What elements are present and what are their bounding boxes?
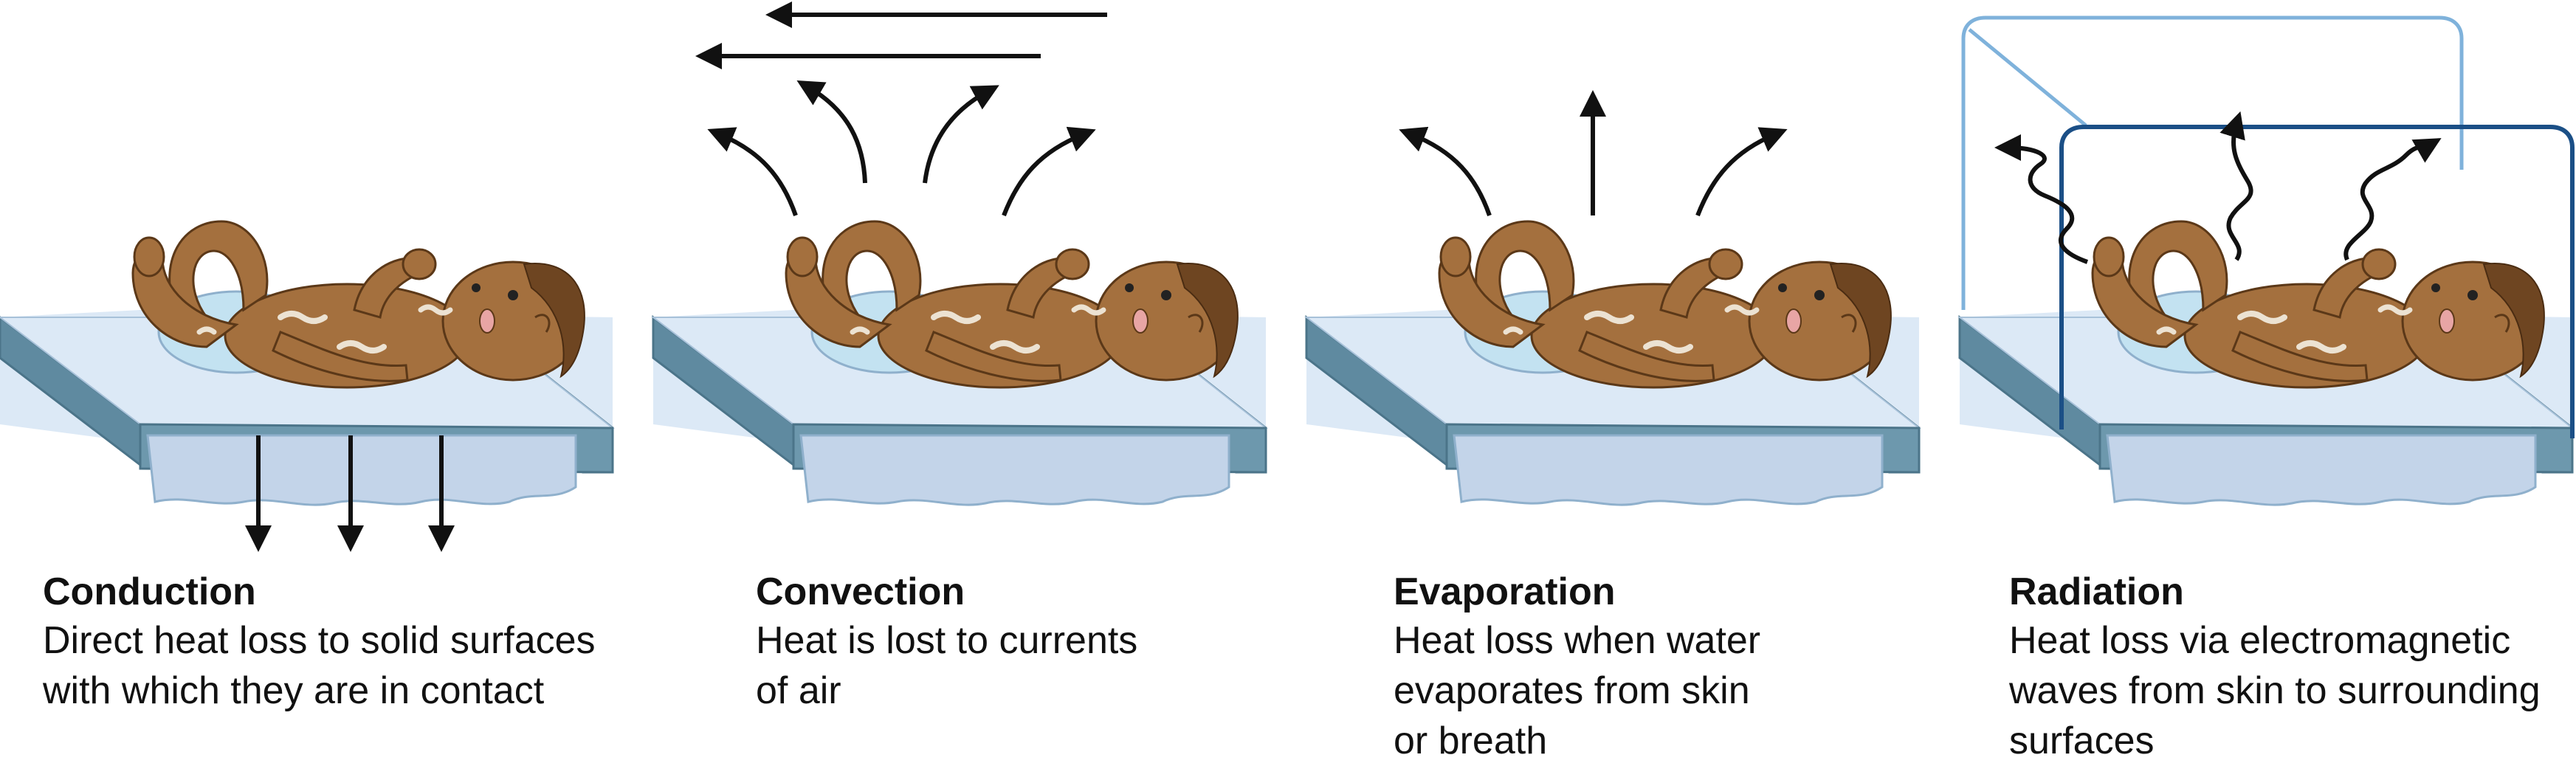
- heat-arrow-icon: [923, 85, 999, 184]
- caption-line: Heat loss when water: [1394, 619, 1761, 662]
- caption-line: surfaces: [2009, 720, 2155, 762]
- conduction-panel: [0, 221, 614, 552]
- newborn-baby-icon: [133, 221, 585, 387]
- heat-arrow-icon: [1695, 127, 1788, 217]
- caption-title: Evaporation: [1394, 570, 1616, 613]
- caption-line: Direct heat loss to solid surfaces: [43, 619, 596, 662]
- caption-line: Heat loss via electromagnetic: [2009, 619, 2511, 662]
- incubator-hood-icon: [2059, 125, 2575, 438]
- wavy-radiation-arrow-icon: [1994, 134, 2089, 264]
- caption-line: with which they are in contact: [43, 669, 545, 712]
- incubator-hood-icon: [1961, 15, 2464, 310]
- incubator-hood-edge: [1968, 28, 2087, 127]
- caption-convection: Convection Heat is lost to currents of a…: [756, 568, 1361, 716]
- heat-arrow-icon: [707, 127, 798, 216]
- heat-arrow-icon: [796, 80, 867, 184]
- caption-title: Convection: [756, 570, 965, 613]
- caption-line: waves from skin to surrounding: [2009, 669, 2541, 712]
- caption-evaporation: Evaporation Heat loss when water evapora…: [1394, 568, 1999, 766]
- evaporation-panel: [1305, 90, 1921, 506]
- caption-line: Heat is lost to currents: [756, 619, 1138, 662]
- heat-arrow-icon: [1002, 126, 1096, 217]
- caption-title: Conduction: [43, 570, 256, 613]
- wavy-radiation-arrow-icon: [2343, 138, 2442, 261]
- newborn-baby-icon: [786, 221, 1238, 387]
- radiation-panel: [1958, 15, 2575, 506]
- caption-conduction: Conduction Direct heat loss to solid sur…: [43, 568, 648, 716]
- newborn-baby-icon: [2093, 221, 2544, 387]
- caption-line: evaporates from skin: [1394, 669, 1750, 712]
- convection-panel: [652, 1, 1267, 506]
- caption-title: Radiation: [2009, 570, 2184, 613]
- heat-arrow-icon: [1399, 126, 1492, 216]
- caption-line: of air: [756, 669, 841, 712]
- caption-radiation: Radiation Heat loss via electromagnetic …: [2009, 568, 2570, 766]
- caption-line: or breath: [1394, 720, 1548, 762]
- wavy-radiation-arrow-icon: [2219, 111, 2253, 261]
- newborn-baby-icon: [1439, 221, 1891, 387]
